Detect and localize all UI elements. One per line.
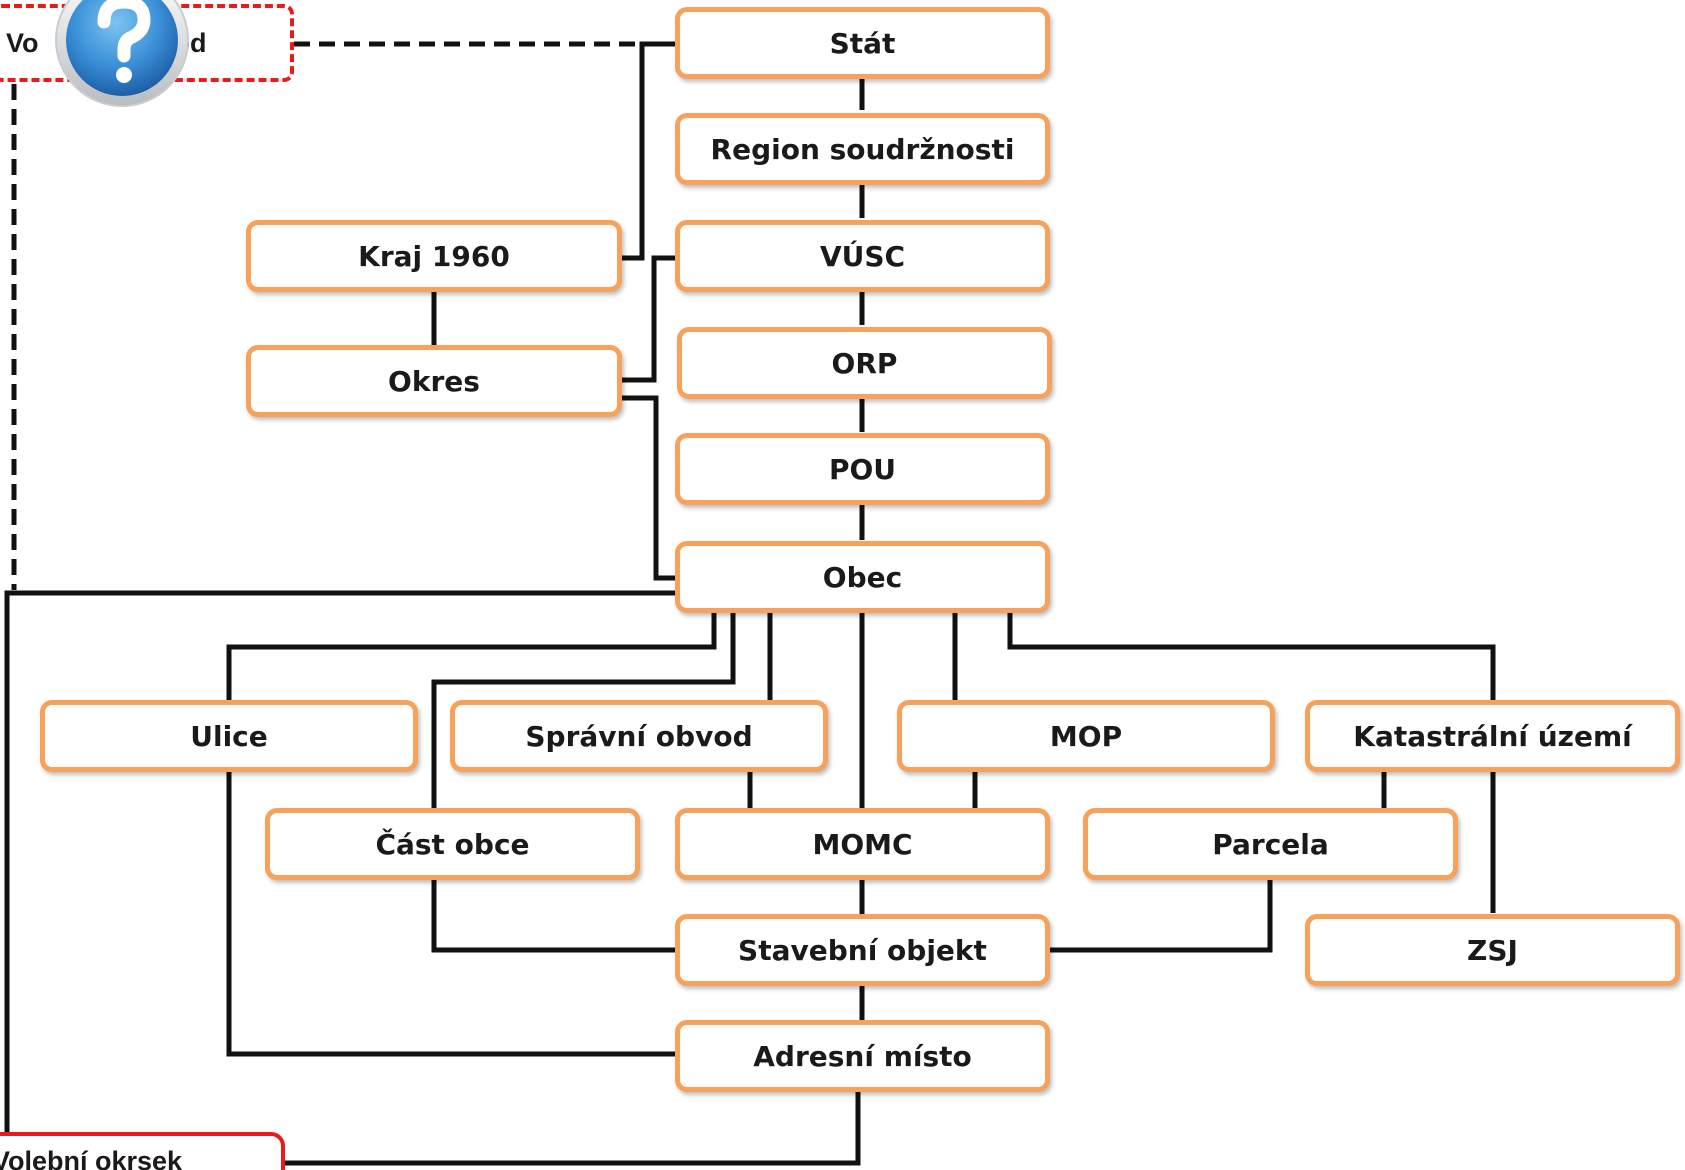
node-stat[interactable]: Stát [675,7,1050,79]
node-kraj-1960[interactable]: Kraj 1960 [246,220,622,292]
question-mark-icon[interactable] [52,0,192,112]
node-volebni-okrsek[interactable]: Volební okrsek [0,1132,285,1170]
node-pou[interactable]: POU [675,433,1050,505]
node-stavebni-objekt[interactable]: Stavební objekt [675,914,1050,986]
node-zsj[interactable]: ZSJ [1305,914,1680,986]
node-spravni-obvod[interactable]: Správní obvod [450,700,828,772]
node-vusc[interactable]: VÚSC [675,220,1050,292]
node-adresni-misto[interactable]: Adresní místo [675,1020,1050,1092]
node-momc[interactable]: MOMC [675,808,1050,880]
node-katastralni-uzemi[interactable]: Katastrální území [1305,700,1680,772]
node-parcela[interactable]: Parcela [1083,808,1458,880]
node-region-soudrznosti[interactable]: Region soudržnosti [675,113,1050,185]
node-mop[interactable]: MOP [897,700,1275,772]
node-okres[interactable]: Okres [246,345,622,417]
node-obec[interactable]: Obec [675,541,1050,613]
node-orp[interactable]: ORP [677,327,1052,399]
node-cast-obce[interactable]: Část obce [265,808,640,880]
node-ulice[interactable]: Ulice [40,700,418,772]
